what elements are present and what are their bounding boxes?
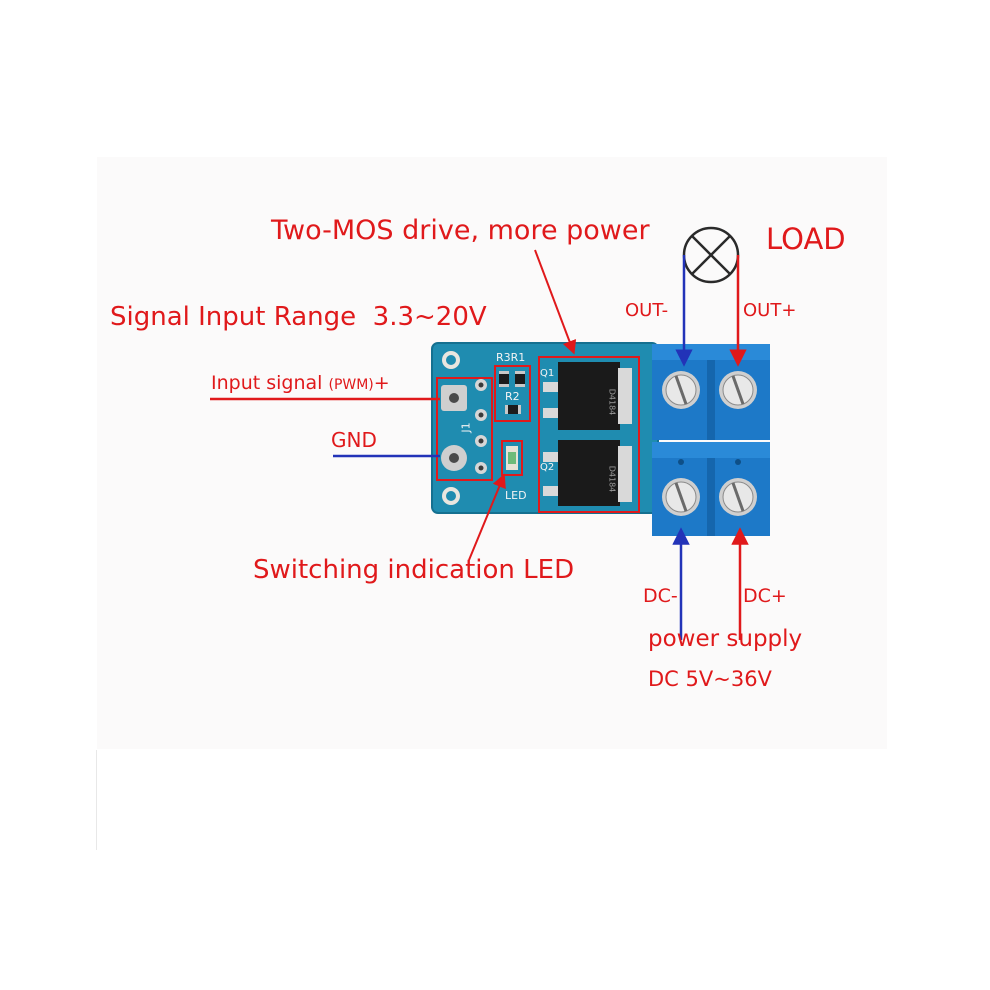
highlight-box-mosfets [538,356,640,513]
input-signal-plus: + [373,372,390,394]
dc-range-label: DC 5V~36V [648,667,772,691]
silk-r3r1: R3R1 [496,351,526,364]
arrow-switching-led [468,473,506,561]
pcb-board [431,342,659,514]
header-pads [441,379,487,474]
dc-minus-label: DC- [643,585,678,607]
mosfet-q2 [543,440,632,506]
signal-range-label: Signal Input Range 3.3~20V [110,302,487,332]
highlight-box-led [501,440,523,476]
input-signal-label: Input signal (PWM)+ [211,374,390,393]
highlight-box-signal-header [436,377,493,481]
out-minus-label: OUT- [625,300,669,321]
switching-led-label: Switching indication LED [253,555,575,585]
power-supply-label: power supply [648,626,803,652]
dc-plus-label: DC+ [743,585,787,607]
arrow-two-mos [534,249,577,355]
chip-q1-marking: D4184 [607,388,617,416]
silk-q1: Q1 [540,368,555,379]
input-signal-pwm: (PWM) [328,377,374,393]
smd-resistors [499,371,525,414]
gnd-label: GND [331,428,377,452]
terminal-block-power [652,442,770,536]
two-mos-label: Two-MOS drive, more power [271,215,650,246]
input-signal-text: Input signal [211,372,329,394]
panel-edge-line [96,750,97,850]
chip-q2-marking: D4184 [607,465,617,493]
highlight-box-resistors [494,365,531,422]
smd-led [506,446,518,470]
terminal-block-output [652,344,770,440]
silk-j1: J1 [459,422,473,433]
silk-led: LED [505,489,527,502]
silk-q2: Q2 [540,462,555,473]
out-plus-label: OUT+ [743,300,797,321]
silk-r2: R2 [505,390,520,403]
load-label: LOAD [766,222,846,256]
mosfet-q1 [543,362,632,430]
